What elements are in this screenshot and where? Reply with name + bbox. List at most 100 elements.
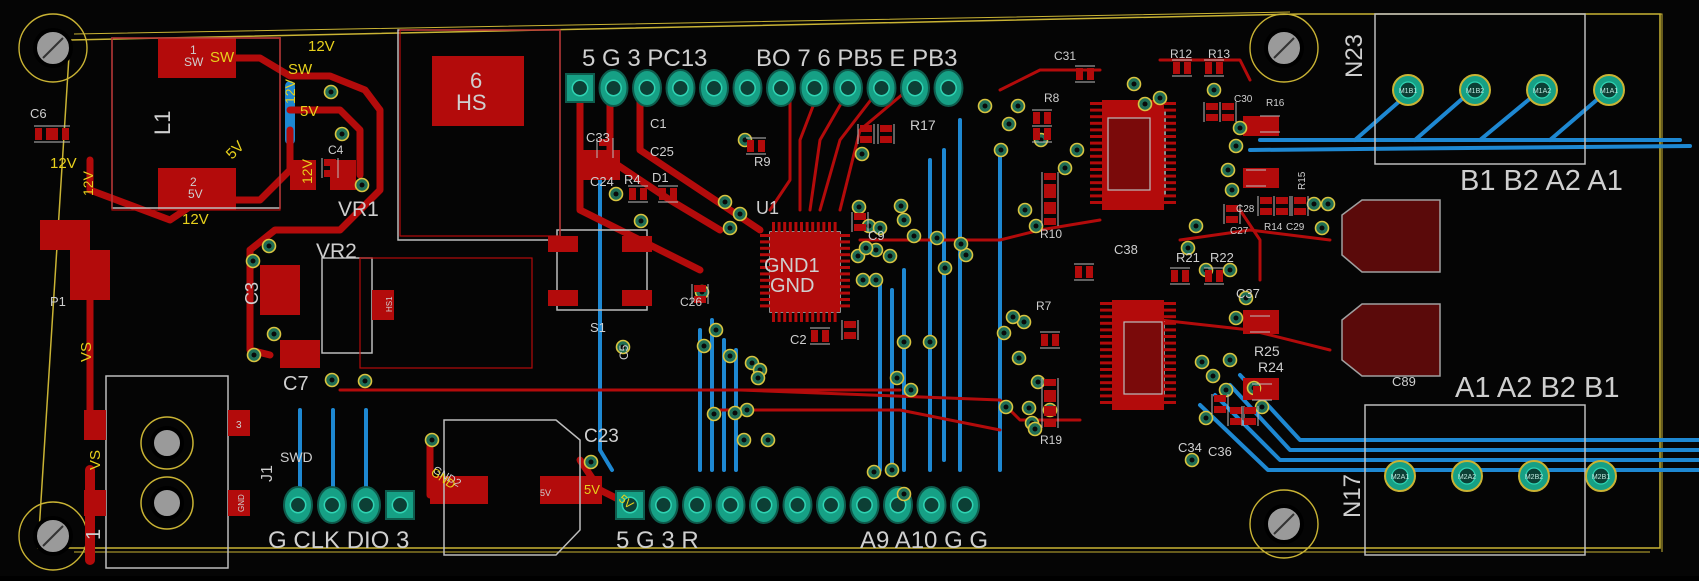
header-bottom-right-label: A9 A10 G G xyxy=(860,527,988,554)
motor1-pin[interactable]: M1B1 xyxy=(1392,74,1424,106)
header-top-pin[interactable] xyxy=(833,69,863,107)
via xyxy=(854,146,870,162)
smd-passive xyxy=(810,327,830,345)
smd-passive xyxy=(658,185,678,203)
swd-pin[interactable] xyxy=(385,490,415,520)
header-top-pin[interactable] xyxy=(866,69,897,107)
net-12v-e: 12V xyxy=(50,155,77,172)
via xyxy=(1206,82,1222,98)
motor1-pin[interactable]: M1A2 xyxy=(1526,74,1558,106)
header-bottom-pin[interactable] xyxy=(849,486,880,524)
header-bottom-pin[interactable] xyxy=(682,486,712,524)
via xyxy=(1057,160,1073,176)
label-vr1: VR1 xyxy=(338,198,379,221)
motor1-connector-pads[interactable]: M1B1 M1B2 M1A2 M1A1 xyxy=(1392,74,1625,106)
header-top-pin[interactable] xyxy=(632,69,662,107)
motor1-pin[interactable]: M1B2 xyxy=(1459,74,1491,106)
via xyxy=(732,206,748,222)
net-5v-a: 5V xyxy=(300,103,318,120)
label-r17: R17 xyxy=(910,117,936,133)
swd-pin[interactable] xyxy=(283,486,313,524)
via xyxy=(1126,76,1142,92)
header-bottom-pin[interactable] xyxy=(749,486,779,524)
header-bottom-pin[interactable] xyxy=(615,490,645,520)
smd-passive xyxy=(50,125,70,143)
label-r10: R10 xyxy=(1040,227,1062,241)
motor2-connector-pads[interactable]: M2A1 M2A2 M2B2 M2B1 xyxy=(1384,460,1617,492)
header-top-pin[interactable] xyxy=(598,69,629,107)
header-top-pin[interactable] xyxy=(766,69,796,107)
via xyxy=(1011,350,1027,366)
header-bottom-pin[interactable] xyxy=(916,486,947,524)
smd-passive xyxy=(321,158,339,178)
label-r19: R19 xyxy=(1040,433,1062,447)
via xyxy=(1198,410,1214,426)
header-bottom-pin[interactable] xyxy=(648,486,679,524)
via xyxy=(1222,262,1238,278)
motor2-pin[interactable]: M2A2 xyxy=(1451,460,1483,492)
svg-text:M2B2: M2B2 xyxy=(1525,474,1543,481)
header-top-pin[interactable] xyxy=(565,73,595,103)
header-top-pin[interactable] xyxy=(732,69,763,107)
mcu-u1[interactable] xyxy=(760,222,850,322)
motor2-pin[interactable]: M2A1 xyxy=(1384,460,1416,492)
header-top-pin[interactable] xyxy=(933,69,964,107)
via xyxy=(245,253,261,269)
header-bottom-pin[interactable] xyxy=(816,486,846,524)
header-top-pin[interactable] xyxy=(799,69,830,107)
mounting-holes xyxy=(18,13,1319,571)
label-sw-pin2: 2 xyxy=(190,175,197,189)
label-r21: R21 xyxy=(1176,250,1200,265)
header-top-pads[interactable] xyxy=(565,69,964,107)
smd-passive xyxy=(1241,406,1259,426)
smd-passive xyxy=(1273,196,1291,216)
via xyxy=(261,238,277,254)
label-hs1: HS1 xyxy=(385,296,394,312)
header-bottom-pin[interactable] xyxy=(950,486,980,524)
smd-passive xyxy=(1041,206,1059,226)
motor2-pin[interactable]: M2B2 xyxy=(1518,460,1550,492)
power-terminal[interactable] xyxy=(84,410,250,530)
header-top-pin[interactable] xyxy=(900,69,930,107)
via xyxy=(708,322,724,338)
driver-ic-top[interactable] xyxy=(1090,100,1176,210)
driver-ic-bottom[interactable] xyxy=(1100,300,1176,410)
motor1-pin[interactable]: M1A1 xyxy=(1593,74,1625,106)
header-top-pin[interactable] xyxy=(665,69,696,107)
via xyxy=(354,177,370,193)
label-r24: R24 xyxy=(1258,359,1284,375)
via xyxy=(882,248,898,264)
via xyxy=(872,220,888,236)
header-bottom-pin[interactable] xyxy=(715,486,746,524)
via xyxy=(906,228,922,244)
header-top-pin[interactable] xyxy=(699,69,729,107)
via xyxy=(1188,218,1204,234)
swd-pin[interactable] xyxy=(351,486,381,524)
swd-header-pads[interactable] xyxy=(283,486,415,524)
swd-pin[interactable] xyxy=(317,486,347,524)
smd-passive xyxy=(691,284,709,304)
label-sw: SW xyxy=(184,55,204,69)
header-bottom-pads[interactable] xyxy=(615,486,980,524)
via xyxy=(896,334,912,350)
net-12v-d: 12V xyxy=(182,211,209,228)
header-bottom-pin[interactable] xyxy=(782,486,813,524)
via xyxy=(922,334,938,350)
motor2-pin[interactable]: M2B1 xyxy=(1585,460,1617,492)
label-d1: D1 xyxy=(652,170,669,185)
mounting-hole xyxy=(18,13,88,83)
motor1-label: B1 B2 A2 A1 xyxy=(1460,165,1623,197)
label-c89: C89 xyxy=(1392,374,1416,389)
via xyxy=(977,98,993,114)
smd-passive xyxy=(851,212,869,232)
label-c1: C1 xyxy=(650,116,667,131)
label-sw-pin1: 1 xyxy=(190,43,197,57)
via xyxy=(896,212,912,228)
motor2-label: A1 A2 B2 B1 xyxy=(1455,372,1619,404)
large-pads xyxy=(372,236,652,320)
label-c28: C28 xyxy=(1236,204,1255,215)
label-l1: L1 xyxy=(150,111,175,135)
via xyxy=(736,432,752,448)
smd-passive xyxy=(841,320,859,340)
